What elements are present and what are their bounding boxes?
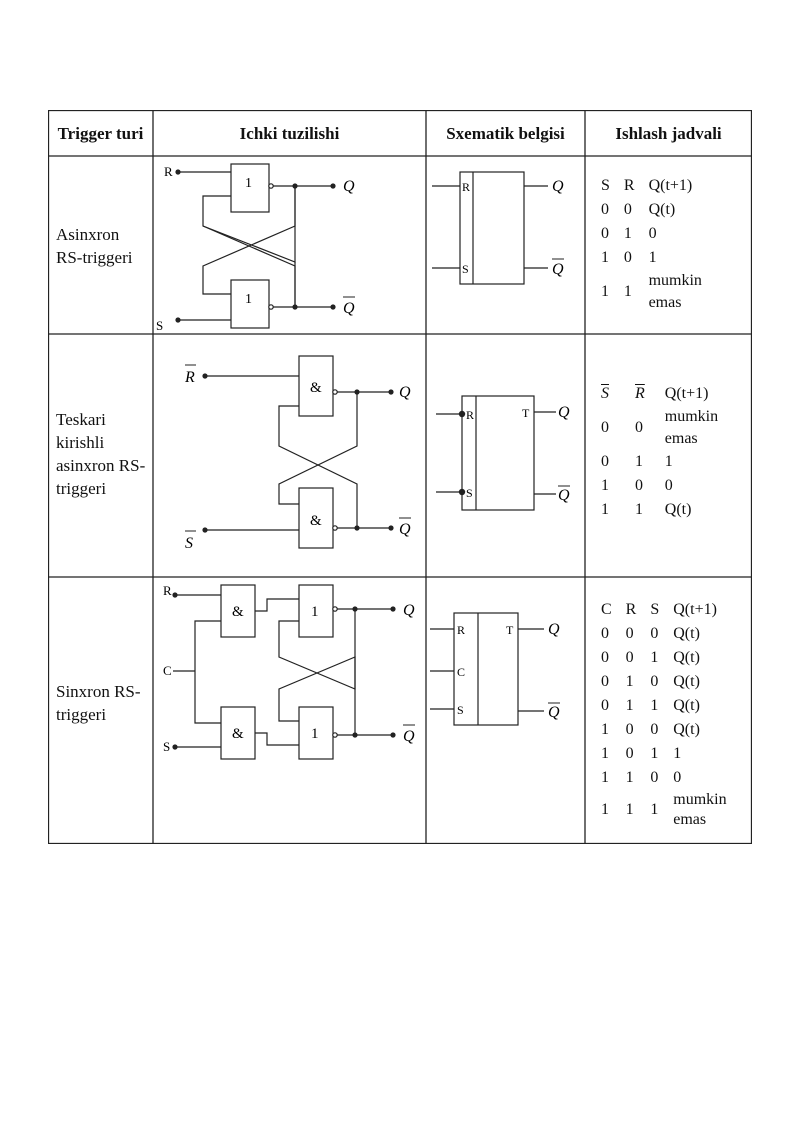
row3-schematic-symbol: R C S T Q Q [430,612,560,726]
row3-circuit-r-label: R [163,583,172,598]
row2-symbol-qbar-label: Q [558,487,570,504]
row2-gate2-label: & [310,513,322,529]
row2-circuit-rbar-label: R [184,369,195,386]
row1-circuit-diagram: R S 1 1 Q Q [156,163,355,333]
row1-schematic-symbol: R S Q Q [432,171,564,285]
row1-circuit-r-label: R [164,164,173,179]
header-schematic-symbol: Sxematik belgisi [446,124,565,143]
row2-schematic-symbol: R S T Q Q [436,395,570,511]
row1-symbol-s-label: S [462,262,469,276]
row1-symbol-qbar-label: Q [552,261,564,278]
row2-symbol-q-label: Q [558,404,570,421]
row2-symbol-s-label: S [466,486,473,500]
row1-circuit-q-label: Q [343,178,355,195]
row2-trigger-name: Teskari kirishli asinxron RS- triggeri [56,410,146,498]
row3-and1-label: & [232,604,244,620]
row3-or1-label: 1 [311,604,319,620]
row1-gate2-label: 1 [245,292,252,307]
row1-symbol-q-label: Q [552,178,564,195]
row3-symbol-r-label: R [457,623,465,637]
row3-or2-label: 1 [311,726,319,742]
row3-symbol-t-label: T [506,623,514,637]
row3-and2-label: & [232,726,244,742]
header-truth-table: Ishlash jadvali [615,124,722,143]
row3-circuit-q-label: Q [403,602,415,619]
row1-circuit-qbar-label: Q [343,300,355,317]
row3-symbol-s-label: S [457,703,464,717]
row3-trigger-name: Sinxron RS- triggeri [56,682,141,724]
row1-symbol-r-label: R [462,180,470,194]
header-internal-structure: Ichki tuzilishi [239,124,340,143]
row2-gate1-label: & [310,380,322,396]
row3-symbol-c-label: C [457,665,465,679]
row3-symbol-qbar-label: Q [548,704,560,721]
row3-symbol-q-label: Q [548,621,560,638]
header-trigger-type: Trigger turi [57,124,144,143]
row2-circuit-q-label: Q [399,384,411,401]
row2-circuit-sbar-label: S [185,535,193,552]
row2-circuit-diagram: R S & & Q Q [184,355,411,552]
row3-circuit-c-label: C [163,663,172,678]
row3-circuit-s-label: S [163,739,170,754]
row1-trigger-name: Asinxron RS-triggeri [56,225,133,267]
row1-circuit-s-label: S [156,318,163,333]
row2-symbol-r-label: R [466,408,474,422]
row1-gate1-label: 1 [245,176,252,191]
row2-symbol-t-label: T [522,406,530,420]
table-grid [48,110,752,844]
row3-circuit-qbar-label: Q [403,728,415,745]
row3-circuit-diagram: R C S & & 1 1 Q Q [163,583,415,760]
row2-circuit-qbar-label: Q [399,521,411,538]
trigger-table: Trigger turi Ichki tuzilishi Sxematik be… [48,110,752,844]
